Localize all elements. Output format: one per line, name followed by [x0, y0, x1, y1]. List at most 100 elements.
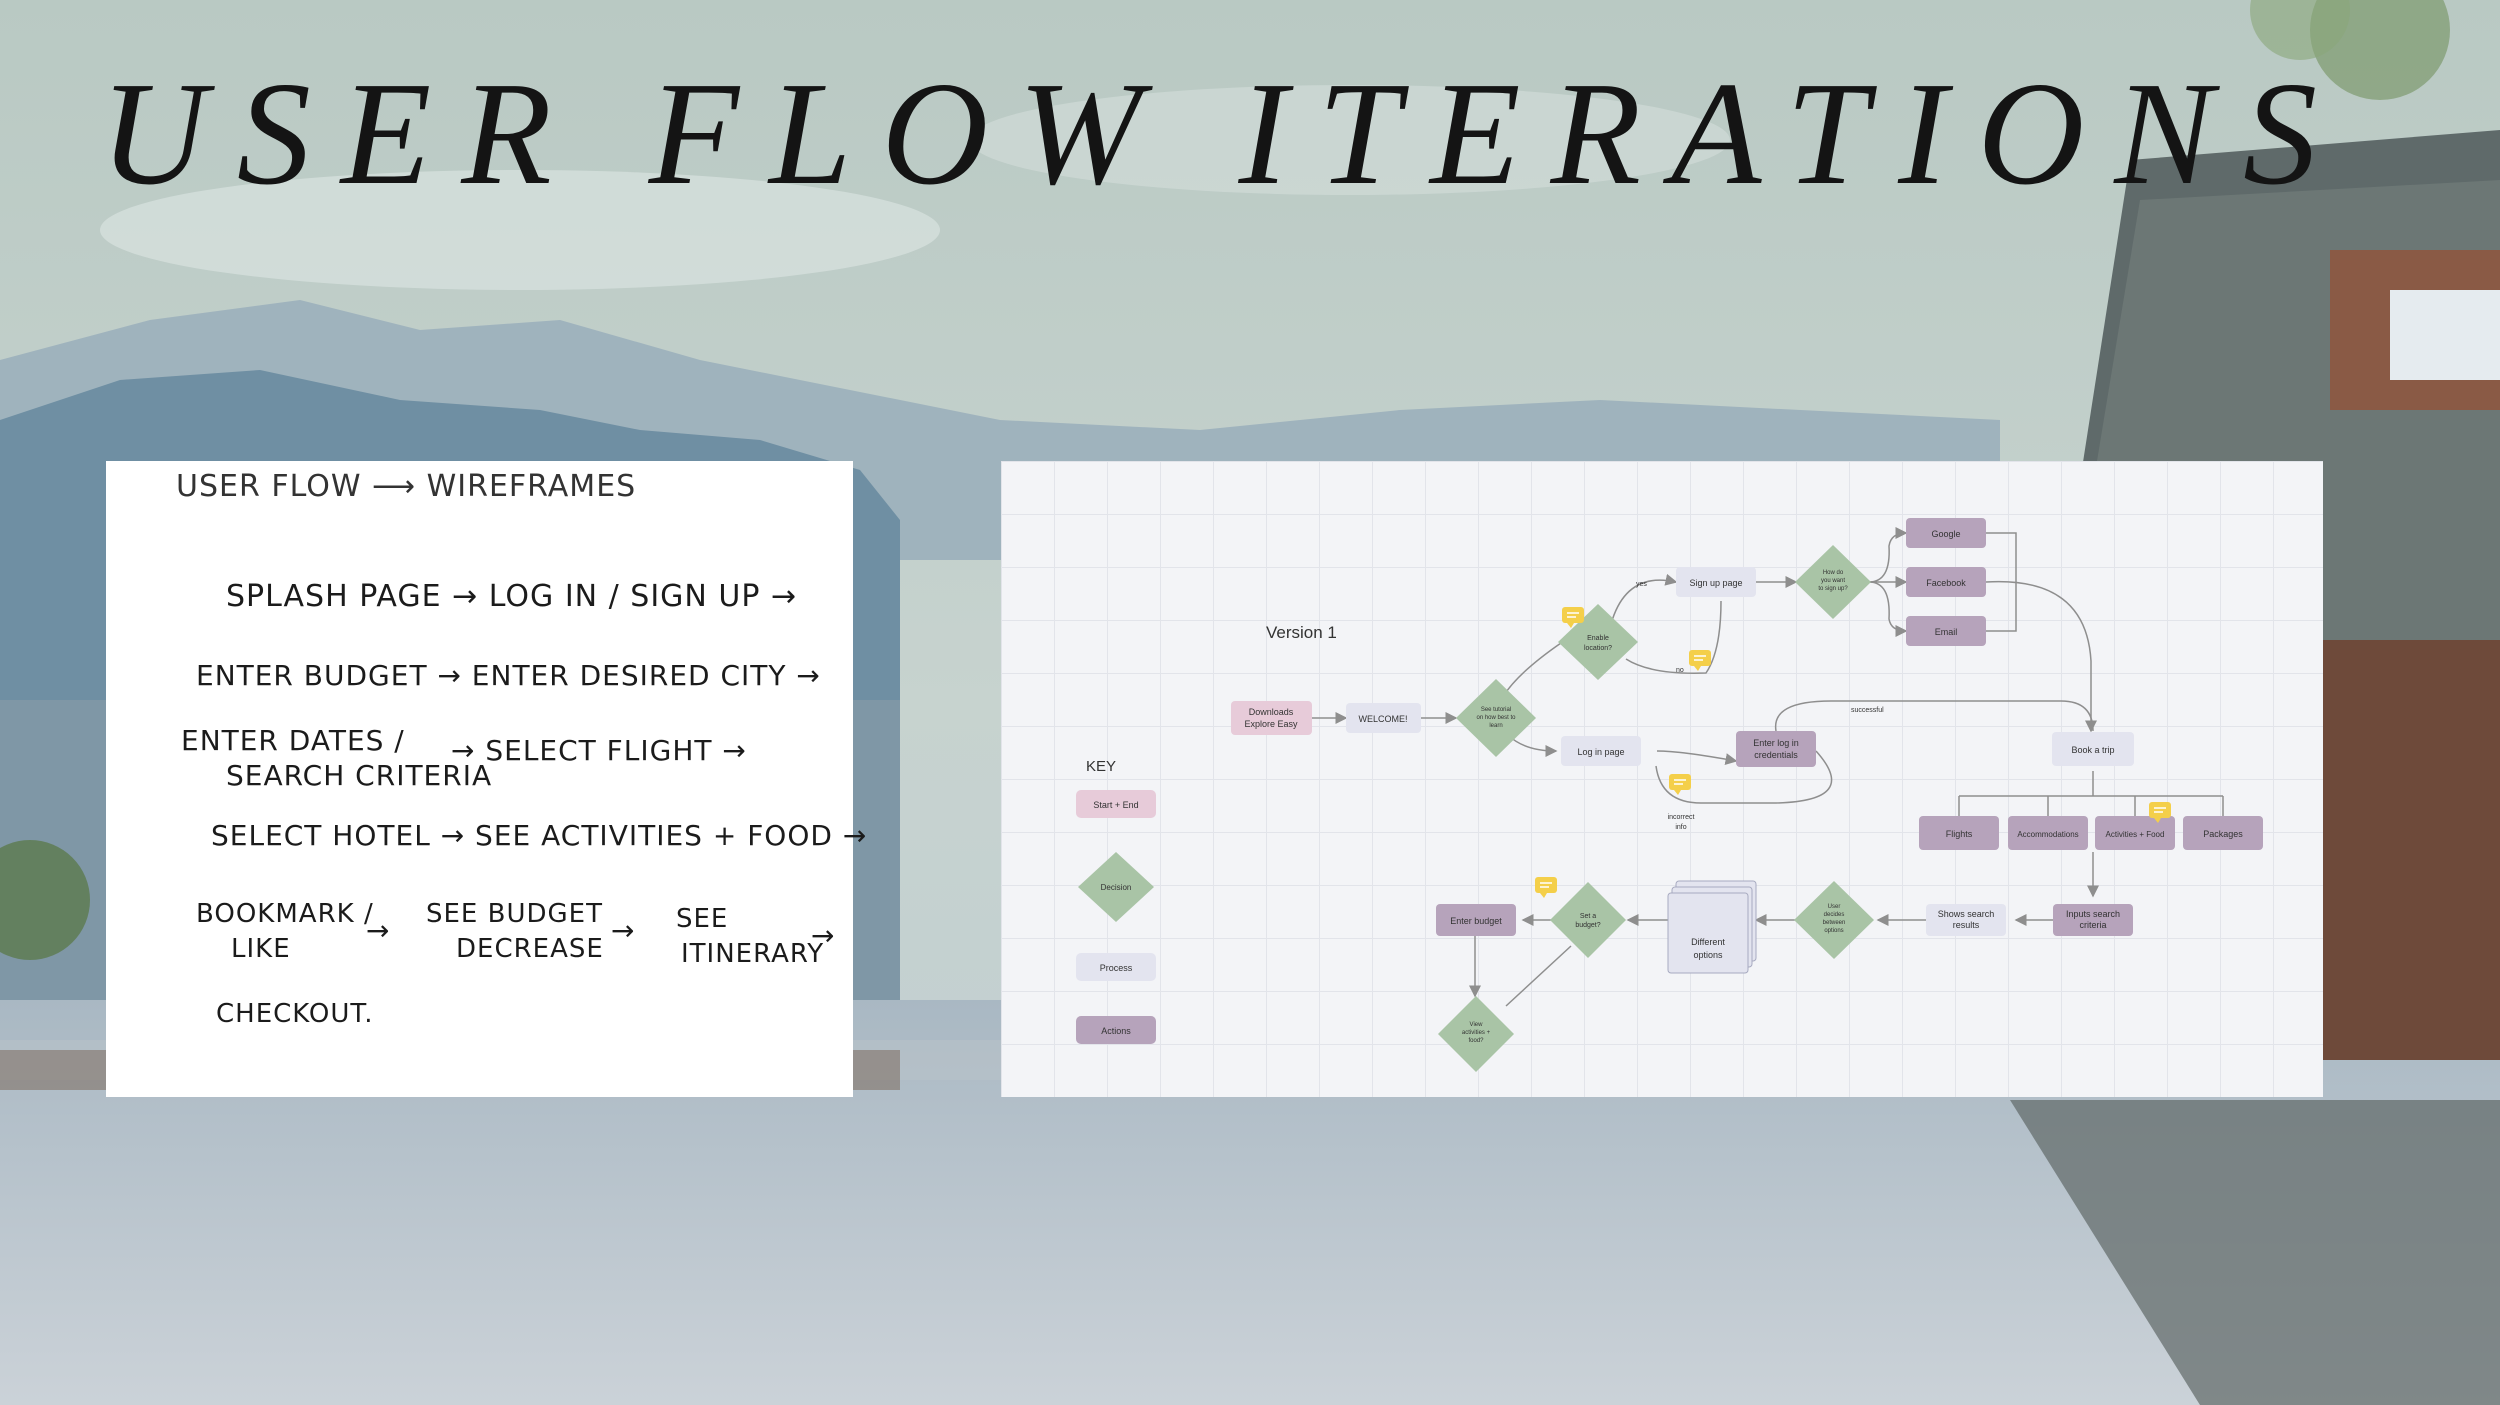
legend-process-label: Process [1100, 963, 1133, 973]
edge-label-no: no [1676, 667, 1684, 674]
node-facebook-label: Facebook [1926, 578, 1966, 588]
node-inputs-search [2053, 904, 2133, 936]
node-downloads-line2: Explore Easy [1244, 719, 1298, 729]
node-inputs-line2: criteria [2079, 920, 2106, 930]
version-label: Version 1 [1266, 623, 1337, 642]
legend-title: KEY [1086, 758, 1116, 775]
node-signup-label: Sign up page [1689, 578, 1742, 588]
flowchart-diagram: Version 1 KEY Start + End Decision Proce… [1076, 518, 2263, 1072]
node-how-line3: to sign up? [1818, 586, 1848, 592]
node-shows-line2: results [1953, 920, 1980, 930]
node-flights [1919, 816, 1999, 850]
node-view-line1: View [1470, 1022, 1484, 1028]
legend-actions-shape [1076, 1016, 1156, 1044]
node-user-dec-line3: between [1823, 920, 1846, 926]
node-downloads-line1: Downloads [1249, 707, 1294, 717]
edge-label-incorrect-1: incorrect [1668, 814, 1695, 821]
node-facebook [1906, 567, 1986, 597]
legend-actions-label: Actions [1101, 1026, 1131, 1036]
sketch-line: SEE BUDGET [426, 899, 603, 929]
edge-label-successful: successful [1851, 707, 1884, 714]
node-enter-credentials [1736, 731, 1816, 767]
sketch-line: DECREASE [456, 934, 604, 964]
node-enable-line1: Enable [1587, 635, 1609, 642]
node-credentials-line1: Enter log in [1753, 738, 1799, 748]
node-user-dec-line2: decides [1824, 912, 1845, 918]
legend-process-shape [1076, 953, 1156, 981]
node-shows-line1: Shows search [1938, 909, 1995, 919]
node-enter-budget [1436, 904, 1516, 936]
sketch-heading: USER FLOW ⟶ WIREFRAMES [176, 469, 637, 504]
node-packages-label: Packages [2203, 829, 2243, 839]
page-title: USER FLOW ITERATIONS [100, 52, 2348, 216]
node-accommodations [2008, 816, 2088, 850]
node-tutorial-line1: See tutorial [1481, 707, 1511, 713]
node-email-label: Email [1935, 627, 1958, 637]
sketch-line: ENTER BUDGET → ENTER DESIRED CITY → [196, 659, 821, 692]
legend-decision-label: Decision [1101, 883, 1132, 892]
node-enter-budget-label: Enter budget [1450, 916, 1502, 926]
node-google-label: Google [1931, 529, 1960, 539]
sketch-line: → SELECT FLIGHT → [451, 734, 747, 767]
sketch-line: SEE [676, 904, 729, 934]
node-set-budget [1550, 882, 1626, 958]
sketch-line: SELECT HOTEL → SEE ACTIVITIES + FOOD → [211, 819, 868, 852]
node-different-options [1667, 880, 1757, 974]
comment-icon [2149, 802, 2171, 823]
node-enable-line2: location? [1584, 645, 1612, 652]
node-view-line3: food? [1468, 1038, 1484, 1044]
node-signup [1676, 567, 1756, 597]
sketch-line: SPLASH PAGE → LOG IN / SIGN UP → [226, 579, 798, 614]
node-login [1561, 736, 1641, 766]
legend-start-end-label: Start + End [1093, 800, 1138, 810]
node-welcome [1346, 703, 1421, 733]
sketch-panel: USER FLOW ⟶ WIREFRAMES SPLASH PAGE → LOG… [106, 461, 866, 1097]
node-how-signup [1795, 545, 1871, 619]
node-book-label: Book a trip [2071, 745, 2114, 755]
sketch-line: CHECKOUT. [216, 999, 374, 1029]
sketch-line: ENTER DATES / [181, 724, 405, 757]
legend-decision-shape [1078, 852, 1154, 922]
node-google [1906, 518, 1986, 548]
node-login-label: Log in page [1577, 747, 1624, 757]
node-set-budget-line2: budget? [1575, 922, 1600, 929]
legend-start-end-shape [1076, 790, 1156, 818]
node-set-budget-line1: Set a [1580, 913, 1596, 920]
legend: KEY Start + End Decision Process Actions [1076, 758, 1156, 1044]
edge-label-yes: yes [1636, 581, 1647, 588]
node-inputs-line1: Inputs search [2066, 909, 2120, 919]
node-tutorial-line3: learn [1489, 723, 1502, 729]
comment-icon [1562, 607, 1584, 628]
node-downloads [1231, 701, 1312, 735]
sketch-line: BOOKMARK / [196, 899, 374, 929]
node-different-line1: Different [1691, 937, 1725, 947]
node-email [1906, 616, 1986, 646]
node-different-line2: options [1693, 950, 1723, 960]
flowchart-panel: Version 1 KEY Start + End Decision Proce… [1001, 461, 2323, 1097]
node-packages [2183, 816, 2263, 850]
comment-icon [1689, 650, 1711, 671]
edge-label-incorrect-2: info [1675, 824, 1686, 831]
sketch-arrow: → [366, 914, 391, 947]
node-activities-label: Activities + Food [2106, 830, 2165, 839]
node-tutorial-decision [1456, 679, 1536, 757]
node-how-line1: How do [1823, 570, 1844, 576]
sketch-line: ITINERARY [681, 939, 825, 969]
comment-icon [1535, 877, 1557, 898]
node-view-activities [1438, 996, 1514, 1072]
node-activities-food [2095, 816, 2175, 850]
node-user-dec-line4: options [1824, 928, 1843, 934]
node-view-line2: activities + [1462, 1030, 1491, 1036]
node-tutorial-line2: on how best to [1476, 715, 1516, 721]
node-credentials-line2: credentials [1754, 750, 1798, 760]
node-book-trip [2052, 732, 2134, 766]
node-how-line2: you want [1821, 578, 1845, 584]
node-flights-label: Flights [1946, 829, 1973, 839]
node-accommodations-label: Accommodations [2017, 830, 2078, 839]
node-user-decides [1794, 881, 1874, 959]
node-user-dec-line1: User [1828, 904, 1841, 910]
sketch-arrow: → [811, 919, 836, 952]
node-shows-results [1926, 904, 2006, 936]
sketch-line: SEARCH CRITERIA [226, 759, 493, 792]
sketch-line: LIKE [231, 934, 291, 964]
